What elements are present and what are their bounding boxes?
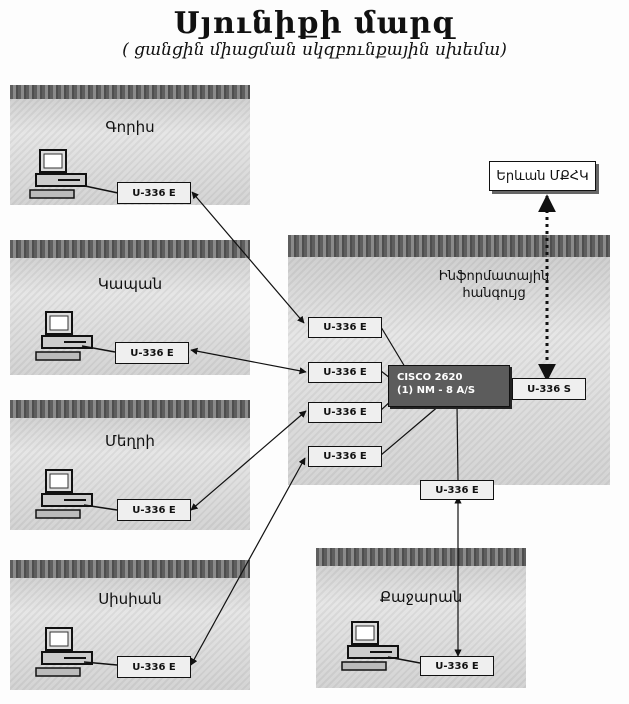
cisco-router: CISCO 2620 (1) NM - 8 A/S (388, 365, 510, 407)
modem-goris: U-336 E (117, 182, 191, 204)
computer-icon (35, 627, 93, 677)
modem-sisian: U-336 E (117, 656, 191, 678)
page-title: Սյունիքի մարզ (173, 6, 456, 41)
modem-hub-2: U-336 E (308, 362, 382, 383)
modem-hub-1: U-336 E (308, 317, 382, 338)
computer-icon (29, 149, 87, 199)
modem-meghri: U-336 E (117, 499, 191, 521)
modem-qajaran: U-336 E (420, 656, 494, 676)
computer-icon (341, 621, 399, 671)
modem-hub-s: U-336 S (512, 378, 586, 400)
yerevan-node: Երևան ՄՔՀԿ (489, 161, 596, 191)
modem-hub-4: U-336 E (308, 446, 382, 467)
site-label-center: Ինֆորմատային հանգույց (438, 269, 550, 301)
site-label-kapan: Կապան (97, 275, 163, 293)
computer-icon (35, 311, 93, 361)
router-module: (1) NM - 8 A/S (397, 385, 476, 396)
computer-icon (35, 469, 93, 519)
site-label-meghri: Մեղրի (105, 432, 155, 450)
modem-kapan: U-336 E (115, 342, 189, 364)
page-subtitle: ( ցանցին միացման սկզբունքային սխեմա) (122, 40, 507, 60)
modem-hub-5: U-336 E (420, 480, 494, 500)
modem-hub-3: U-336 E (308, 402, 382, 423)
site-label-sisian: Սիսիան (98, 590, 162, 608)
router-model: CISCO 2620 (397, 372, 463, 383)
region-center: Ինֆորմատային հանգույց (288, 235, 610, 485)
site-label-goris: Գորիս (105, 118, 155, 136)
site-label-qajaran: Քաջարան (379, 588, 463, 606)
